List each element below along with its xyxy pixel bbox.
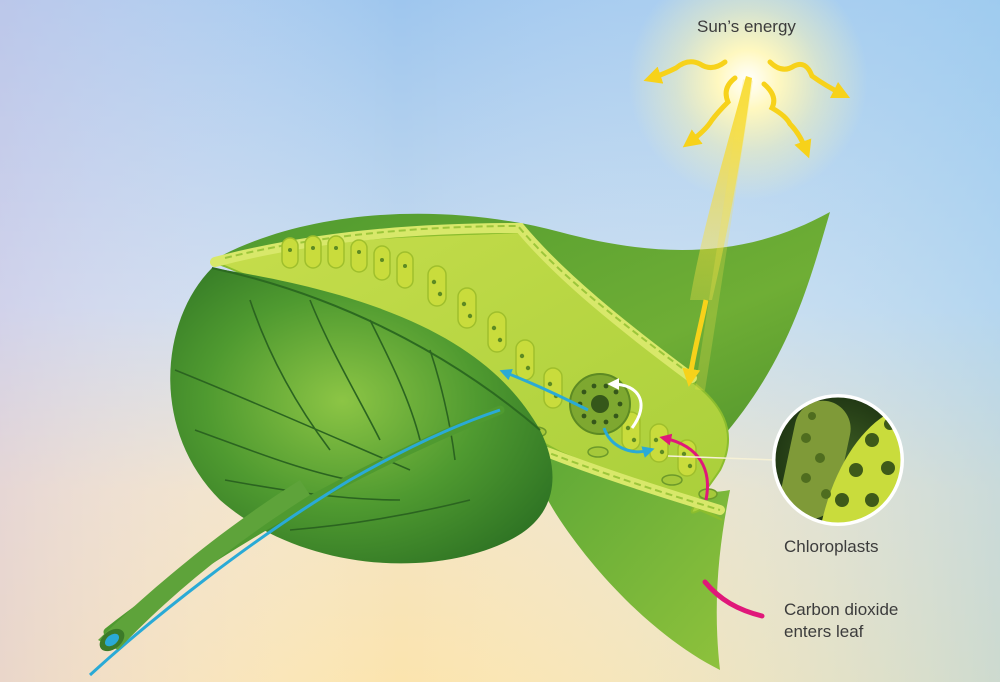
co2-entry-tail [702,579,765,619]
lower-epidermis-cells [469,419,721,511]
sun-energy-label: Sun’s energy [697,17,796,36]
co2-label-line2: enters leaf [784,622,864,641]
co2-label: Carbon dioxide enters leaf [784,599,898,643]
chloroplasts-label: Chloroplasts [784,537,879,556]
co2-label-line1: Carbon dioxide [784,600,899,619]
oxygen-arrow [607,378,643,429]
sun-rays [643,59,851,159]
zoom-callout-line [667,455,777,461]
sunlight-arrow [682,299,709,387]
leaf-stem [98,480,310,652]
leaf-edge [211,267,541,431]
light-haze [695,79,753,391]
co2-arrow-inside [659,433,709,501]
palisade-cells [281,235,697,477]
sunlight-beam [690,76,752,300]
water-vessel-line [88,408,501,677]
leaf-veins [174,299,471,531]
water-arrow-to-cells [499,368,589,412]
chloroplast-zoom [772,394,904,526]
water-arrow-lower [602,427,655,458]
palisade-chloroplast-dots [288,246,693,469]
